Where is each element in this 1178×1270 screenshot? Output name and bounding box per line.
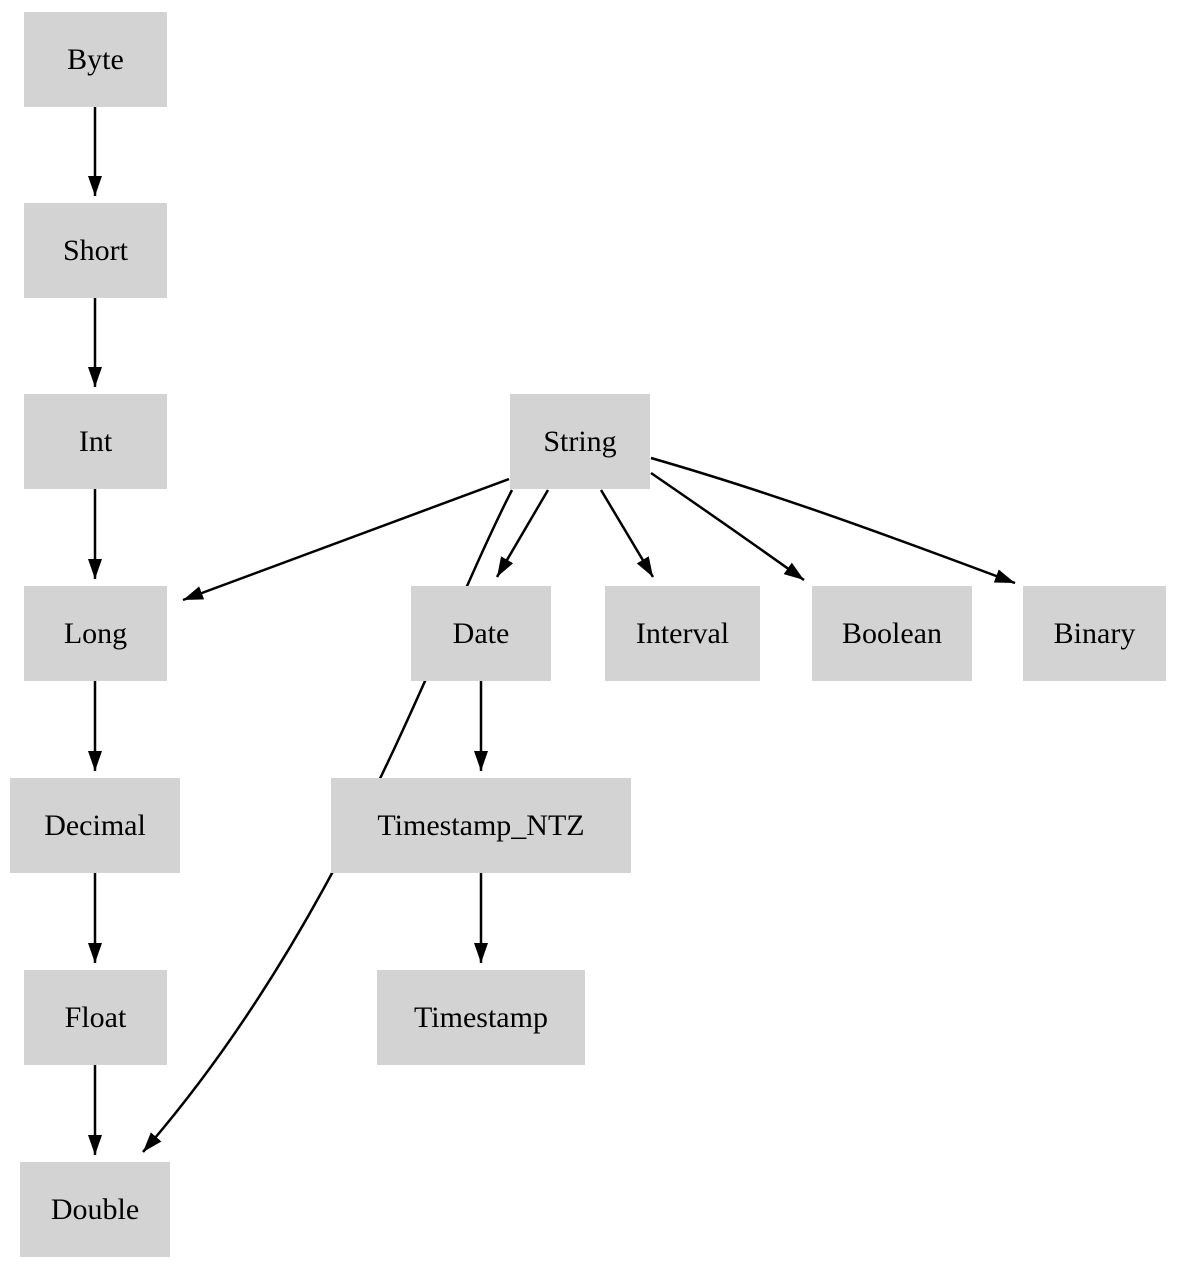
node-double: Double xyxy=(20,1162,170,1257)
node-byte: Byte xyxy=(24,12,167,107)
edge-string-binary xyxy=(650,456,1016,585)
edge-string-date xyxy=(495,489,550,578)
edge-string-interval xyxy=(599,489,655,578)
node-date: Date xyxy=(411,586,551,681)
node-decimal: Decimal xyxy=(10,778,180,873)
node-timestamp: Timestamp xyxy=(377,970,585,1065)
node-binary: Binary xyxy=(1023,586,1166,681)
node-int: Int xyxy=(24,394,167,489)
edge-string-long xyxy=(182,477,510,602)
node-timestamp-ntz: Timestamp_NTZ xyxy=(331,778,631,873)
node-boolean: Boolean xyxy=(812,586,972,681)
edge-string-boolean xyxy=(650,471,805,582)
node-short: Short xyxy=(24,203,167,298)
node-long: Long xyxy=(24,586,167,681)
node-float: Float xyxy=(24,970,167,1065)
node-interval: Interval xyxy=(605,586,760,681)
node-string: String xyxy=(510,394,650,489)
